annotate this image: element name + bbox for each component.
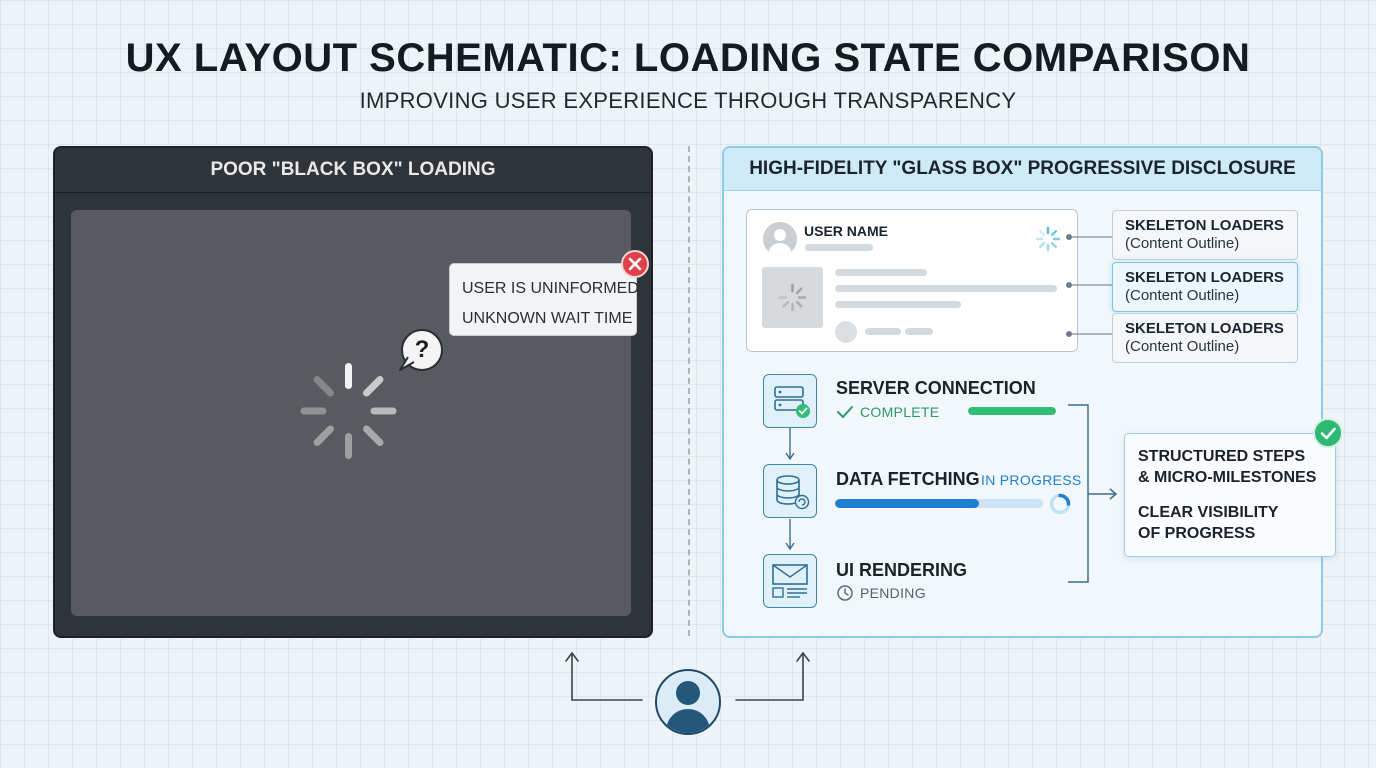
server-connection-progress xyxy=(968,407,1056,415)
warning-uninformed: USER IS UNINFORMED xyxy=(462,280,639,297)
spinner-icon xyxy=(1049,493,1071,515)
x-icon xyxy=(621,250,649,278)
skeleton-label-3: SKELETON LOADERS (Content Outline) xyxy=(1112,313,1298,363)
data-fetching-progress xyxy=(835,499,1043,508)
step-ui-rendering-status: PENDING xyxy=(860,585,926,601)
summary-line-4: OF PROGRESS xyxy=(1138,525,1256,542)
skeleton-label-2: SKELETON LOADERS (Content Outline) xyxy=(1112,262,1298,312)
step-ui-rendering-title: UI RENDERING xyxy=(836,560,968,580)
summary-line-1: STRUCTURED STEPS xyxy=(1138,448,1306,465)
summary-line-3: CLEAR VISIBILITY xyxy=(1138,504,1279,521)
black-box-panel: POOR "BLACK BOX" LOADING xyxy=(53,146,653,638)
summary-line-2: & MICRO-MILESTONES xyxy=(1138,469,1317,486)
user-icon xyxy=(655,669,721,735)
step-server-connection-status: COMPLETE xyxy=(860,404,940,420)
question-bubble-tail xyxy=(399,356,415,371)
avatar-placeholder-icon xyxy=(763,222,797,256)
database-icon xyxy=(763,464,817,518)
check-icon xyxy=(837,406,853,419)
spinner-icon xyxy=(1035,226,1061,252)
page-subtitle: IMPROVING USER EXPERIENCE THROUGH TRANSP… xyxy=(359,88,1017,113)
card-user-name: USER NAME xyxy=(804,223,889,239)
image-placeholder xyxy=(762,267,823,328)
skeleton-label-1: SKELETON LOADERS (Content Outline) xyxy=(1112,210,1298,260)
check-icon xyxy=(1313,418,1343,448)
step-data-fetching-title: DATA FETCHING xyxy=(836,469,980,489)
skeleton-connectors xyxy=(1066,234,1112,337)
layout-icon xyxy=(763,554,817,608)
page-title: UX LAYOUT SCHEMATIC: LOADING STATE COMPA… xyxy=(125,36,1251,80)
skeleton-card: USER NAME xyxy=(746,209,1078,352)
black-box-panel-title: POOR "BLACK BOX" LOADING xyxy=(55,148,651,193)
server-icon xyxy=(763,374,817,428)
step-flow-arrows xyxy=(785,428,795,551)
summary-callout: STRUCTURED STEPS & MICRO-MILESTONES CLEA… xyxy=(1124,433,1336,557)
user-arrows xyxy=(565,651,810,701)
clock-icon xyxy=(837,585,853,601)
step-data-fetching-status: IN PROGRESS xyxy=(981,472,1082,488)
step-server-connection-title: SERVER CONNECTION xyxy=(836,378,1036,398)
center-divider xyxy=(688,146,690,636)
glass-box-panel-title: HIGH-FIDELITY "GLASS BOX" PROGRESSIVE DI… xyxy=(724,148,1321,191)
steps-bracket xyxy=(1068,404,1118,583)
spinner-icon xyxy=(778,283,807,312)
warning-callout: USER IS UNINFORMED UNKNOWN WAIT TIME xyxy=(449,263,639,336)
warning-wait-time: UNKNOWN WAIT TIME xyxy=(462,310,633,327)
